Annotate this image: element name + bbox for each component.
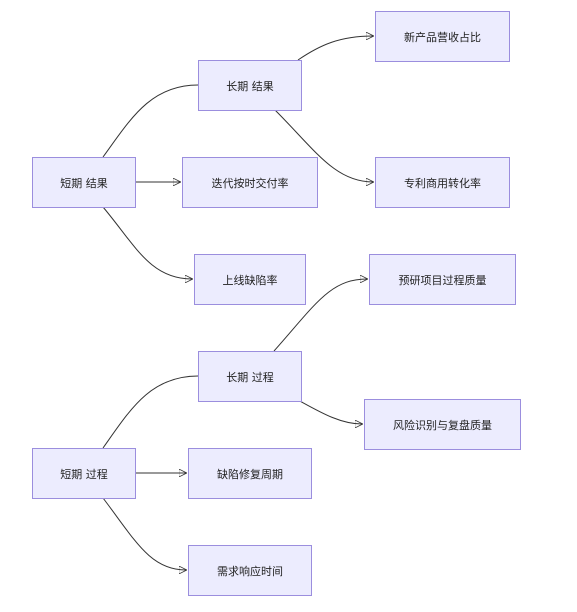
node-demand-response-time: 需求响应时间 (188, 545, 312, 596)
edge-long-result-to-patent-conversion (274, 109, 373, 182)
node-new-product-revenue-share: 新产品营收占比 (375, 11, 510, 62)
node-short-process: 短期 过程 (32, 448, 136, 499)
node-patent-commercialization-rate: 专利商用转化率 (375, 157, 510, 208)
node-iteration-delivery-rate: 迭代按时交付率 (182, 157, 318, 208)
edge-short-result-to-online-defect (102, 206, 192, 279)
edge-short-process-to-long-process (102, 375, 199, 449)
node-preresearch-process-quality: 预研项目过程质量 (369, 254, 516, 305)
node-long-process: 长期 过程 (198, 351, 302, 402)
node-online-defect-rate: 上线缺陷率 (194, 254, 306, 305)
edge-long-result-to-new-product-revenue (297, 36, 373, 61)
edge-long-process-to-risk-review-quality (297, 399, 362, 424)
node-defect-repair-cycle: 缺陷修复周期 (188, 448, 312, 499)
edge-long-process-to-preresearch-quality (273, 279, 367, 352)
node-risk-identification-review-quality: 风险识别与复盘质量 (364, 399, 521, 450)
node-short-result: 短期 结果 (32, 157, 136, 208)
edge-short-result-to-long-result (102, 84, 199, 158)
edge-short-process-to-demand-response (102, 497, 186, 570)
node-long-result: 长期 结果 (198, 60, 302, 111)
